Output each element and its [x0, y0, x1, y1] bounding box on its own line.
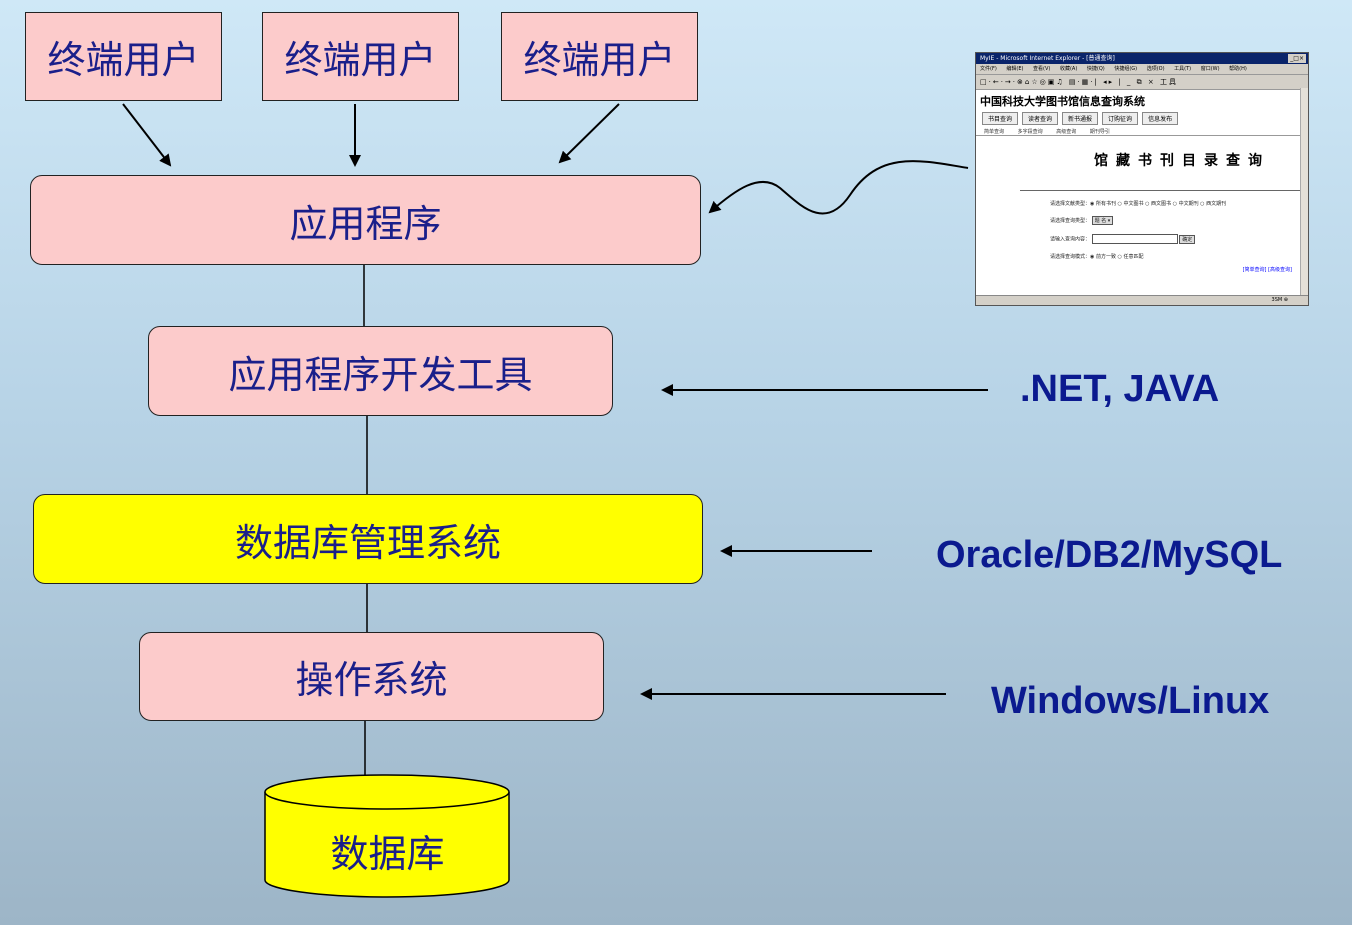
- os-box: 操作系统: [139, 632, 604, 721]
- menu-item: 文件(F): [980, 66, 997, 72]
- library-tab: 信息发布: [1142, 112, 1179, 125]
- query-links: [简单查询] [高级查询]: [1242, 267, 1292, 273]
- menu-item: 帮助(H): [1229, 66, 1247, 72]
- menu-item: 查看(V): [1033, 66, 1051, 72]
- end-user-box-1: 终端用户: [25, 12, 222, 101]
- tech-label-os: Windows/Linux: [991, 680, 1270, 722]
- browser-toolbar-icons: □·←·→·⊗⌂☆◎▣♫ ▤·▦·| ◂▸ | _ ⧉ × 工具: [976, 75, 1308, 90]
- library-subtabs: 简单查询 多字段查询 高级查询 期刊导引: [976, 128, 1308, 136]
- dev-tool-box: 应用程序开发工具: [148, 326, 613, 416]
- library-tab: 读者查询: [1022, 112, 1059, 125]
- browser-status-bar: 3SM ⊕: [976, 295, 1308, 305]
- query-content-label: 请输入查询内容：: [1050, 236, 1091, 243]
- browser-title: MyIE - Microsoft Internet Explorer - [普通…: [980, 55, 1115, 62]
- menu-item: 快捷(Q): [1086, 66, 1105, 72]
- menu-item: 选项(O): [1146, 66, 1165, 72]
- library-subtab: 多字段查询: [1017, 129, 1043, 135]
- query-type-label: 请选择查询类型：: [1050, 218, 1091, 224]
- library-tab: 新书通报: [1062, 112, 1099, 125]
- library-subtab: 期刊导引: [1089, 129, 1110, 135]
- tech-label-dbms: Oracle/DB2/MySQL: [936, 534, 1283, 576]
- menu-item: 快捷组(G): [1114, 66, 1138, 72]
- library-system-header: 中国科技大学图书馆信息查询系统: [980, 95, 1145, 108]
- confirm-button: 确定: [1179, 234, 1196, 244]
- query-mode-row: 请选择查询模式：◉ 前方一致 ○ 任意匹配: [1050, 254, 1144, 260]
- query-content-field: [1091, 234, 1178, 244]
- library-tab: 订购征询: [1102, 112, 1139, 125]
- database-label: 数据库: [330, 831, 445, 876]
- divider: [1020, 190, 1300, 191]
- database-cylinder: [264, 792, 510, 898]
- menu-item: 工具(T): [1174, 66, 1192, 72]
- library-tab: 书目查询: [982, 112, 1019, 125]
- library-subtab: 高级查询: [1056, 129, 1077, 135]
- catalog-query-heading: 馆藏书刊目录查询: [1094, 153, 1270, 169]
- menu-item: 编辑(E): [1006, 66, 1024, 72]
- end-user-box-3: 终端用户: [501, 12, 698, 101]
- application-box: 应用程序: [30, 175, 701, 265]
- database-cylinder-top: [264, 774, 510, 810]
- query-type-row: 请选择查询类型： 题 名 ▾: [1050, 216, 1308, 225]
- user-arrow-3: [558, 103, 620, 164]
- doc-type-row: 请选择文献类型：◉ 所有书刊 ○ 中文图书 ○ 西文图书 ○ 中文期刊 ○ 西文…: [1050, 201, 1227, 207]
- menu-item: 收藏(A): [1059, 66, 1078, 72]
- library-subtab: 简单查询: [984, 129, 1005, 135]
- browser-title-bar: MyIE - Microsoft Internet Explorer - [普通…: [976, 53, 1308, 64]
- browser-menu-bar: 文件(F) 编辑(E) 查看(V) 收藏(A) 快捷(Q) 快捷组(G) 选项(…: [976, 64, 1308, 75]
- query-type-select: 题 名 ▾: [1091, 216, 1114, 225]
- user-arrow-1: [122, 103, 172, 167]
- window-controls-icon: _□×: [1288, 54, 1306, 63]
- end-user-box-2: 终端用户: [262, 12, 459, 101]
- query-content-row: 请输入查询内容： 确定: [1050, 234, 1308, 244]
- menu-item: 窗口(W): [1200, 66, 1220, 72]
- dbms-box: 数据库管理系统: [33, 494, 703, 584]
- tech-label-devtool: .NET, JAVA: [1020, 368, 1220, 410]
- browser-screenshot: MyIE - Microsoft Internet Explorer - [普通…: [975, 52, 1309, 306]
- browser-wavy-arrow: [708, 160, 969, 215]
- library-tabs: 书目查询 读者查询 新书通报 订购征询 信息发布: [976, 109, 1308, 128]
- browser-scrollbar: [1300, 88, 1308, 296]
